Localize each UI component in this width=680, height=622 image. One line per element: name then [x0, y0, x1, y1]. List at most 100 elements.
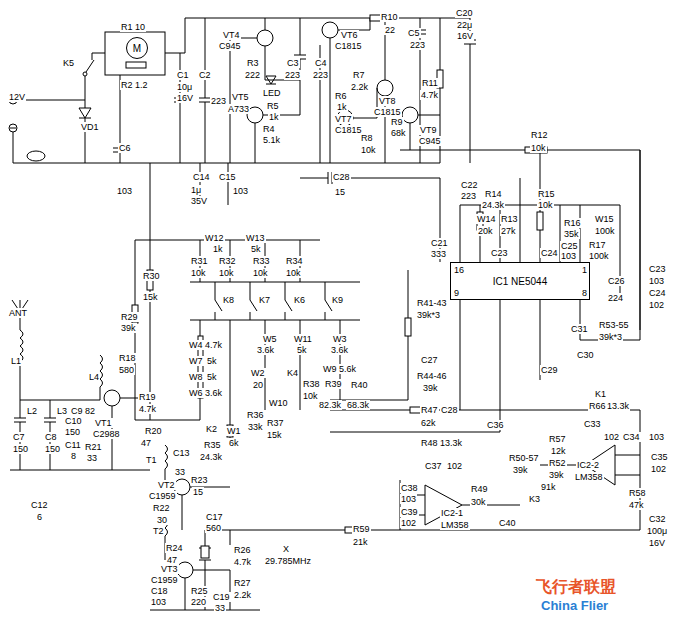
- component-label: 16V: [176, 93, 194, 103]
- component-label: 47: [140, 438, 152, 448]
- component-label: A733: [227, 104, 250, 114]
- component-label: 102: [400, 518, 417, 528]
- component-label: 103: [400, 494, 417, 504]
- component-label: C1: [176, 70, 190, 80]
- component-label: L4: [88, 372, 100, 382]
- component-label: 5k: [296, 345, 308, 355]
- component-label: R31: [190, 256, 209, 266]
- component-label: K7: [258, 295, 271, 305]
- component-label: W7: [188, 356, 204, 366]
- component-label: VD1: [80, 122, 100, 132]
- component-label: 24.3k: [199, 452, 223, 462]
- component-label: C40: [498, 518, 517, 528]
- watermark: 飞行者联盟: [535, 577, 617, 596]
- component-label: R15: [537, 189, 556, 199]
- component-label: 6: [36, 512, 43, 522]
- component-label: 15: [192, 487, 204, 497]
- component-label: R49: [470, 484, 489, 494]
- motor-symbol: M: [126, 37, 148, 59]
- component-label: 35k: [563, 229, 580, 239]
- component-label: R57: [548, 434, 567, 444]
- component-label: K9: [331, 295, 344, 305]
- component-label: C18: [150, 586, 169, 596]
- component-label: IC2-1: [440, 508, 464, 518]
- component-label: 224: [607, 293, 624, 303]
- component-label: 82.3k: [318, 400, 342, 410]
- component-label: 10k: [190, 268, 207, 278]
- component-label: W1: [226, 426, 242, 436]
- component-label: 8: [70, 451, 77, 461]
- component-label: C26: [607, 276, 626, 286]
- component-label: C37: [424, 461, 443, 471]
- component-label: 15k: [142, 292, 159, 302]
- component-label: 27k: [500, 226, 517, 236]
- component-label: 33: [174, 467, 186, 477]
- component-label: W13: [245, 233, 266, 243]
- component-label: 223: [460, 191, 477, 201]
- component-label: 16V: [648, 538, 666, 548]
- component-label: T1: [145, 455, 158, 465]
- component-label: C28: [332, 172, 351, 182]
- component-label: 15k: [266, 430, 283, 440]
- component-label: 103: [560, 251, 577, 261]
- component-label: C22: [460, 180, 479, 190]
- component-label: R34: [285, 256, 304, 266]
- component-label: C7: [12, 432, 26, 442]
- component-label: 6k: [228, 438, 240, 448]
- component-label: C19: [212, 592, 231, 602]
- component-label: W6: [188, 388, 204, 398]
- component-label: W15: [594, 214, 615, 224]
- component-label: R41-43: [416, 298, 448, 308]
- component-label: 39k: [548, 470, 565, 480]
- component-label: C1959: [148, 491, 177, 501]
- component-label: C36: [486, 420, 505, 430]
- component-label: R12: [530, 130, 549, 140]
- component-label: 5.1k: [262, 135, 281, 145]
- component-label: R52: [548, 458, 567, 468]
- component-label: C11: [64, 440, 82, 450]
- component-label: 103: [648, 276, 665, 286]
- component-label: 100k: [594, 226, 616, 236]
- component-label: R27: [233, 578, 252, 588]
- component-label: 150: [12, 444, 29, 454]
- component-label: 2.2k: [233, 590, 252, 600]
- component-label: R4: [262, 124, 276, 134]
- component-label: 24.3k: [481, 200, 505, 210]
- component-label: 30: [156, 515, 168, 525]
- component-label: 10k: [252, 268, 269, 278]
- component-label: 4.7k: [233, 557, 252, 567]
- component-label: 29.785MHz: [264, 556, 312, 566]
- component-label: R50-57: [508, 453, 540, 463]
- component-label: 103: [116, 186, 133, 196]
- component-label: R29: [120, 312, 139, 322]
- component-label: R25: [190, 586, 209, 596]
- component-label: 16: [453, 265, 465, 275]
- component-label: C25: [560, 241, 579, 251]
- component-label: C5: [407, 28, 421, 38]
- component-label: VT2: [157, 480, 176, 490]
- component-label: 220: [190, 597, 207, 607]
- component-label: 103: [648, 432, 665, 442]
- component-label: 222: [244, 70, 261, 80]
- component-label: R36: [246, 410, 265, 420]
- component-label: R48 13.3k: [420, 438, 463, 448]
- component-label: W11: [293, 334, 313, 344]
- component-label: R3: [246, 58, 260, 68]
- component-label: 102: [446, 461, 463, 471]
- component-label: 62k: [420, 418, 437, 428]
- component-label: W14: [476, 214, 497, 224]
- component-label: T2: [152, 526, 165, 536]
- component-label: C39: [400, 507, 419, 517]
- component-label: 1: [581, 265, 588, 275]
- component-label: 39k: [512, 465, 529, 475]
- component-label: 1μ: [190, 185, 202, 195]
- component-label: R5: [266, 101, 280, 111]
- component-label: 1k: [336, 102, 348, 112]
- component-label: W8: [188, 372, 204, 382]
- component-label: 223: [284, 70, 301, 80]
- component-label: C2: [198, 70, 212, 80]
- component-label: VT4: [222, 30, 241, 40]
- component-label: VT6: [340, 30, 359, 40]
- component-label: 102: [650, 464, 667, 474]
